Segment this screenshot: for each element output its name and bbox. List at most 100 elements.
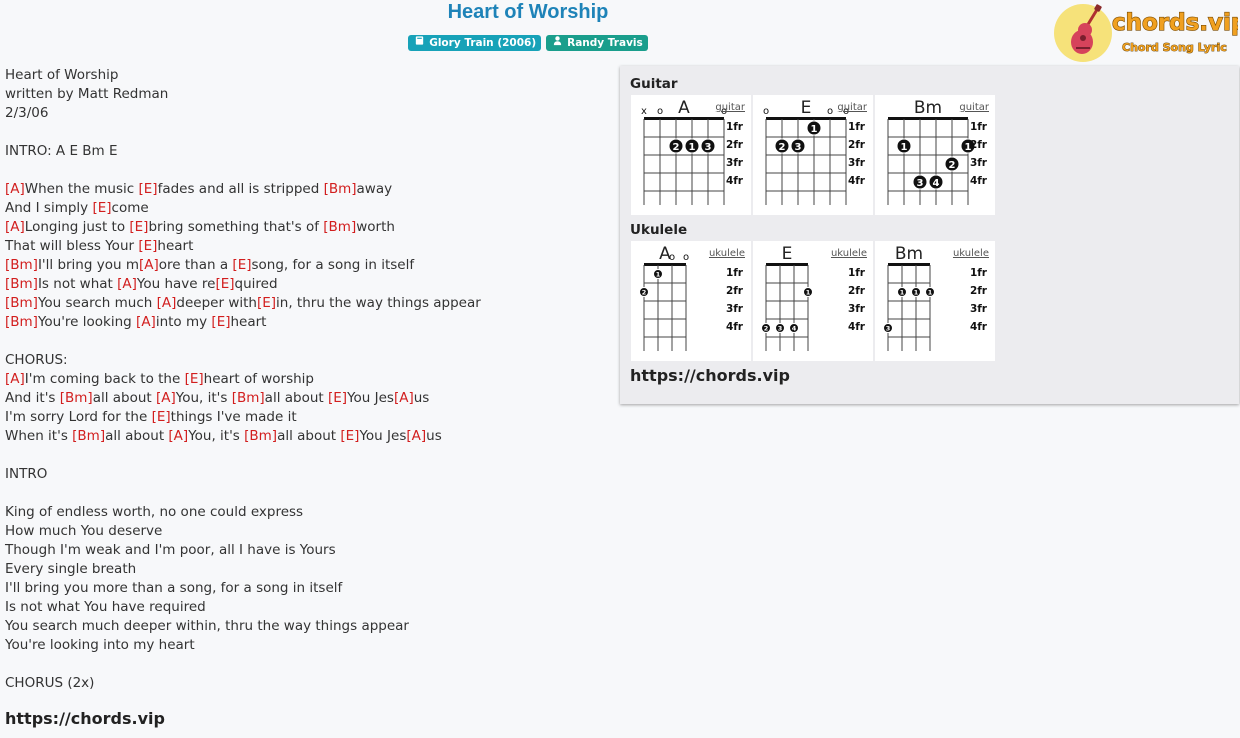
chord-name: Bm — [913, 98, 943, 118]
chord-marker[interactable]: [Bm] — [59, 390, 93, 406]
chord-marker[interactable]: [E] — [211, 314, 231, 330]
chord-marker[interactable]: [A] — [406, 428, 427, 444]
instrument-link[interactable]: ukulele — [830, 248, 867, 259]
lyric-text: I'll bring you m — [37, 257, 139, 273]
lyrics-source-link[interactable]: https://chords.vip — [5, 709, 165, 728]
lyric-text: all about — [264, 390, 328, 406]
chord-marker[interactable]: [E] — [340, 428, 360, 444]
finger-number: 1 — [806, 289, 811, 297]
finger-number: 3 — [778, 325, 783, 333]
chord-marker[interactable]: [A] — [117, 276, 137, 292]
panel-source-link[interactable]: https://chords.vip — [630, 366, 790, 385]
finger-number: 1 — [901, 142, 908, 153]
finger-number: 3 — [886, 325, 891, 333]
chord-marker[interactable]: [Bm] — [323, 181, 357, 197]
chord-marker[interactable]: [A] — [5, 181, 25, 197]
chord-marker[interactable]: [A] — [156, 390, 176, 406]
finger-dot — [684, 138, 700, 154]
muted-string-marker: x — [641, 106, 647, 117]
chord-name: E — [800, 98, 812, 118]
chord-marker[interactable]: [E] — [327, 390, 348, 406]
chord-name: E — [781, 244, 793, 264]
chord-marker[interactable]: [A] — [5, 371, 25, 387]
chord-marker[interactable]: [Bm] — [5, 295, 38, 311]
guitar-section-label: Guitar — [630, 76, 678, 92]
chord-marker[interactable]: [E] — [138, 238, 158, 254]
chord-marker[interactable]: [Bm] — [5, 314, 38, 330]
fret-label: 3fr — [725, 303, 743, 315]
instrument-link[interactable]: guitar — [715, 102, 745, 113]
lyric-text: Though I'm weak and I'm poor, all I have… — [5, 542, 336, 558]
lyric-text: ore than a — [158, 257, 233, 273]
fret-label: 1fr — [725, 121, 743, 133]
chord-marker[interactable]: [Bm] — [231, 390, 265, 406]
finger-dot — [789, 323, 799, 333]
lyric-text: Longing just to — [24, 219, 130, 235]
chord-marker[interactable]: [E] — [151, 409, 171, 425]
chord-marker[interactable]: [Bm] — [72, 428, 106, 444]
fret-label: 2fr — [725, 139, 743, 151]
lyric-line: Is not what You have required — [5, 598, 605, 617]
chord-marker[interactable]: [A] — [393, 390, 414, 406]
chord-name: A — [678, 98, 690, 118]
chord-marker[interactable]: [A] — [168, 428, 189, 444]
chord-marker[interactable]: [E] — [215, 276, 235, 292]
chord-marker[interactable]: [Bm] — [323, 219, 357, 235]
chord-marker[interactable]: [A] — [156, 295, 177, 311]
chord-marker[interactable]: [A] — [136, 314, 156, 330]
nut — [888, 263, 930, 266]
chord-marker[interactable]: [E] — [232, 257, 252, 273]
open-string-marker: o — [843, 106, 849, 117]
fret-label: 3fr — [847, 157, 865, 169]
nut — [644, 117, 724, 120]
lyric-text: Every single breath — [5, 561, 137, 577]
finger-number: 3 — [917, 178, 924, 189]
lyric-text: Heart of Worship — [5, 67, 119, 83]
fret-label: 2fr — [969, 285, 987, 297]
lyric-text: And it's — [5, 390, 60, 406]
fret-label: 1fr — [725, 267, 743, 279]
chord-marker[interactable]: [E] — [256, 295, 277, 311]
chord-marker[interactable]: [Bm] — [5, 257, 38, 273]
chord-marker[interactable]: [E] — [129, 219, 149, 235]
chord-marker[interactable]: [Bm] — [5, 276, 38, 292]
nut — [888, 117, 968, 120]
lyric-line: [Bm]Is not what [A]You have re[E]quired — [5, 275, 605, 294]
chord-name: A — [659, 244, 671, 264]
fret-label: 4fr — [847, 175, 865, 187]
chord-marker[interactable]: [E] — [138, 181, 158, 197]
site-logo[interactable]: chords.vip Chord Song Lyric — [1052, 2, 1240, 64]
instrument-link[interactable]: ukulele — [952, 248, 989, 259]
artist-badge[interactable]: Randy Travis — [546, 35, 648, 51]
instrument-link[interactable]: guitar — [837, 102, 867, 113]
album-badge[interactable]: Glory Train (2006) — [408, 35, 542, 51]
instrument-link[interactable]: guitar — [959, 102, 989, 113]
lyric-line: And I simply [E]come — [5, 199, 605, 218]
finger-dot — [803, 287, 813, 297]
logo-text: chords.vip — [1112, 10, 1238, 36]
finger-number: 3 — [795, 142, 802, 153]
chord-marker[interactable]: [E] — [184, 371, 204, 387]
finger-dot — [668, 138, 684, 154]
lyric-line: King of endless worth, no one could expr… — [5, 503, 605, 522]
instrument-link[interactable]: ukulele — [708, 248, 745, 259]
chord-marker[interactable]: [E] — [92, 200, 112, 216]
lyric-text: all about — [105, 428, 169, 444]
chord-marker[interactable]: [A] — [5, 219, 25, 235]
finger-number: 4 — [933, 178, 940, 189]
finger-dot — [806, 120, 822, 136]
song-title: Heart of Worship — [447, 1, 609, 23]
lyric-text: heart of worship — [203, 371, 315, 387]
chord-marker[interactable]: [Bm] — [244, 428, 278, 444]
fret-label: 2fr — [847, 285, 865, 297]
open-string-marker: o — [669, 252, 675, 263]
chord-marker[interactable]: [A] — [138, 257, 159, 273]
lyric-text: Is not what You have required — [5, 599, 206, 615]
ukulele-section-label: Ukulele — [630, 222, 688, 238]
